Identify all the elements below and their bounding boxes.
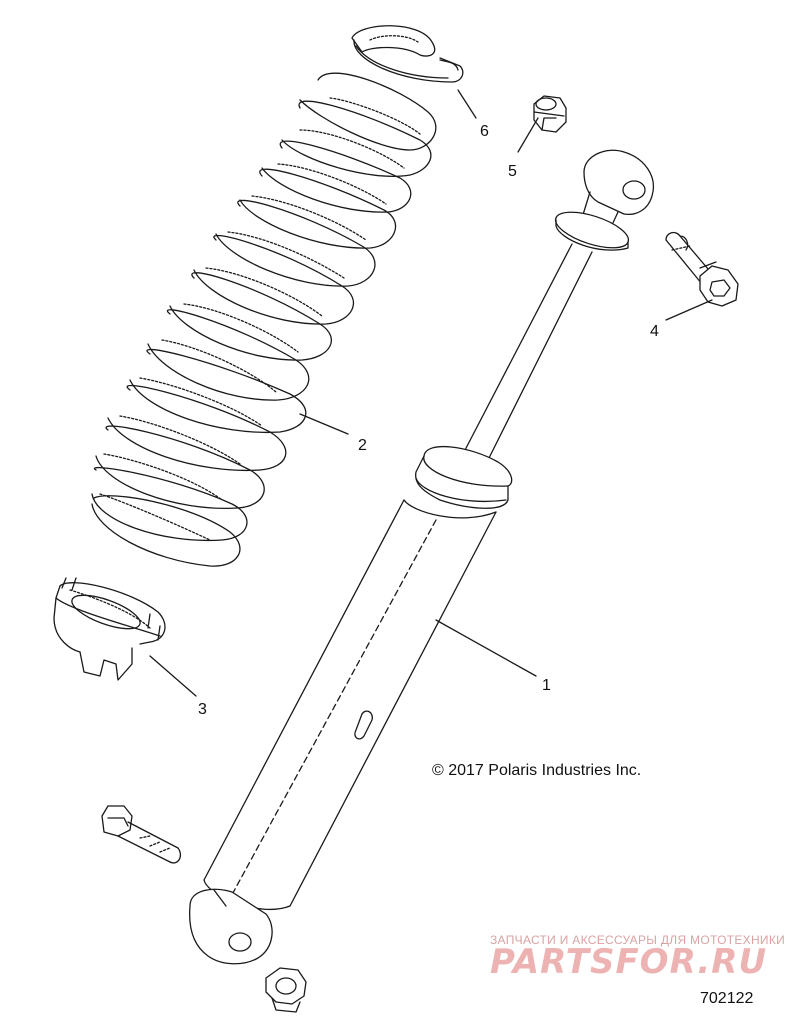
watermark-tagline: ЗАПЧАСТИ И АКСЕССУАРЫ ДЛЯ МОТОТЕХНИКИ	[490, 933, 786, 947]
leader-line-6	[457, 89, 477, 119]
mounting-nut-lower	[266, 968, 306, 1012]
coil-spring	[92, 73, 436, 566]
callout-3: 3	[198, 701, 207, 718]
shock-absorber	[190, 150, 654, 964]
leader-line-2	[299, 413, 349, 435]
leader-line-3	[149, 655, 197, 697]
leader-line-4	[665, 299, 713, 321]
spring-seat-lower	[54, 578, 165, 680]
callout-5: 5	[508, 163, 517, 180]
leader-lines	[149, 89, 713, 697]
callout-1: 1	[542, 677, 551, 694]
leader-line-1	[435, 619, 537, 677]
bushing-nut	[534, 96, 566, 132]
leader-line-5	[517, 117, 539, 153]
watermark-logo: PARTSFOR.RU	[490, 942, 768, 982]
callout-4: 4	[650, 323, 659, 340]
copyright-notice: © 2017 Polaris Industries Inc.	[432, 762, 642, 779]
document-number: 702122	[700, 990, 754, 1007]
spring-retainer-top	[352, 26, 463, 82]
callout-6: 6	[480, 123, 489, 140]
mounting-bolt-lower	[102, 806, 180, 863]
mounting-bolt-upper	[666, 233, 738, 306]
callout-2: 2	[358, 437, 367, 454]
